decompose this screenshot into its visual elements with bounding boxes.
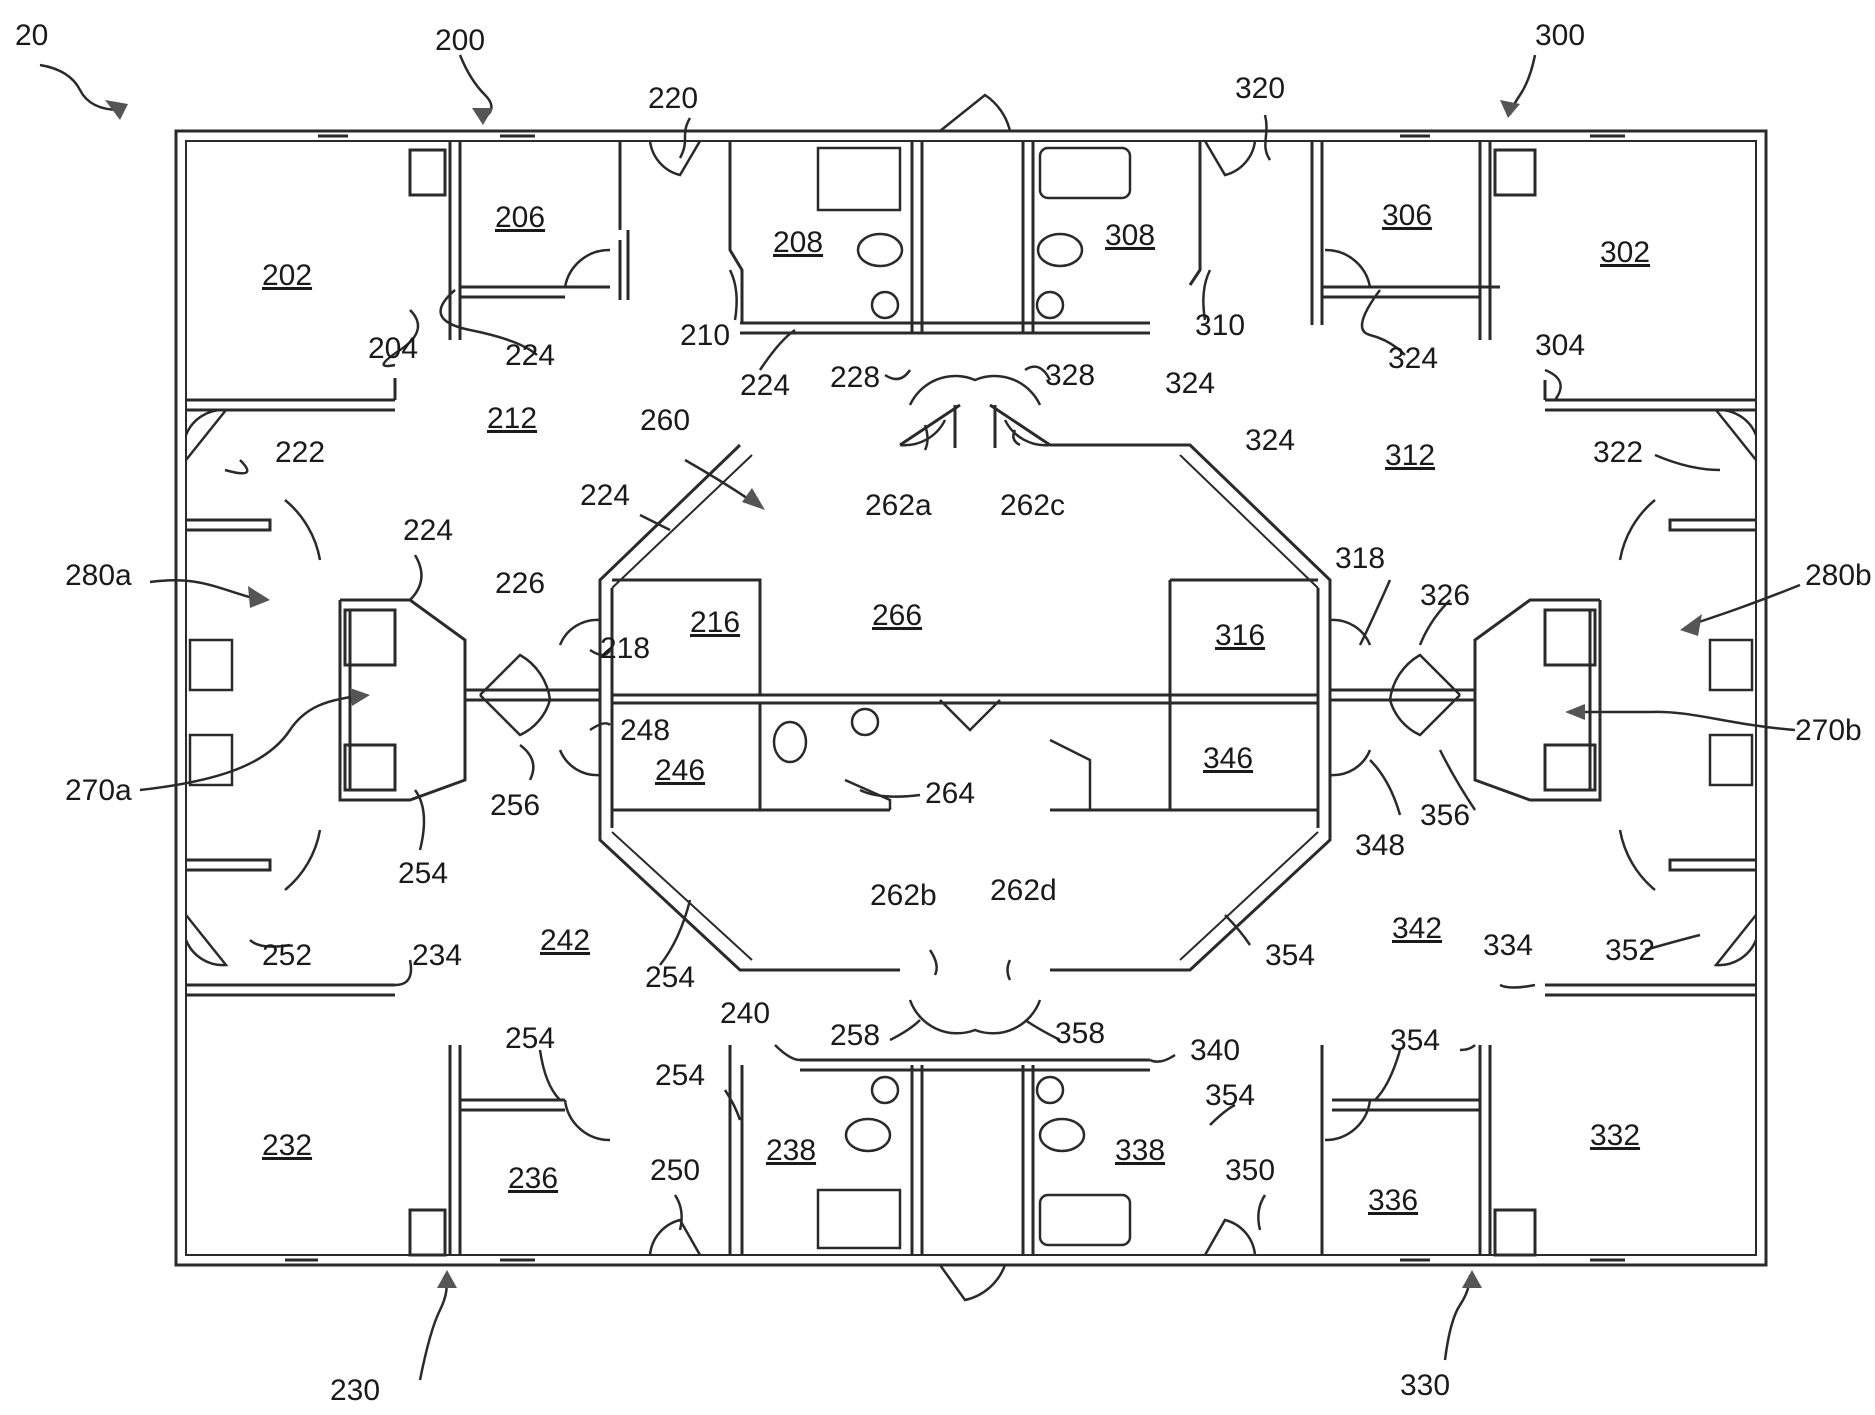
callout-262a: 262a xyxy=(865,489,932,522)
callout-350: 350 xyxy=(1225,1154,1275,1187)
room-346: 346 xyxy=(1203,742,1253,775)
callout-262b: 262b xyxy=(870,879,937,912)
callout-254: 254 xyxy=(505,1022,555,1055)
callout-320: 320 xyxy=(1235,72,1285,105)
callout-328: 328 xyxy=(1045,359,1095,392)
room-238: 238 xyxy=(766,1134,816,1167)
callout-234: 234 xyxy=(412,939,462,972)
callout-262c: 262c xyxy=(1000,489,1065,522)
callout-222: 222 xyxy=(275,436,325,469)
callout-224: 224 xyxy=(505,339,555,372)
callout-204: 204 xyxy=(368,332,418,365)
room-316: 316 xyxy=(1215,619,1265,652)
doors xyxy=(186,95,1756,1300)
label-unit-230: 230 xyxy=(330,1374,380,1407)
room-212: 212 xyxy=(487,402,537,435)
callout-324: 324 xyxy=(1388,342,1438,375)
callout-322: 322 xyxy=(1593,436,1643,469)
callout-224: 224 xyxy=(580,479,630,512)
callout-258: 258 xyxy=(830,1019,880,1052)
room-308: 308 xyxy=(1105,219,1155,252)
label-kitchen-280b: 280b xyxy=(1805,559,1872,592)
room-312: 312 xyxy=(1385,439,1435,472)
room-labels: 202 206 208 212 216 246 266 302 306 308 … xyxy=(262,199,1650,1217)
callout-324: 324 xyxy=(1245,424,1295,457)
label-unit-330: 330 xyxy=(1400,1369,1450,1402)
callout-252: 252 xyxy=(262,939,312,972)
room-242: 242 xyxy=(540,924,590,957)
callout-358: 358 xyxy=(1055,1017,1105,1050)
callout-240: 240 xyxy=(720,997,770,1030)
callout-310: 310 xyxy=(1195,309,1245,342)
callout-304: 304 xyxy=(1535,329,1585,362)
callout-210: 210 xyxy=(680,319,730,352)
callout-254: 254 xyxy=(398,857,448,890)
label-passage-270b: 270b xyxy=(1795,714,1862,747)
room-306: 306 xyxy=(1382,199,1432,232)
room-236: 236 xyxy=(508,1162,558,1195)
label-kitchen-280a: 280a xyxy=(65,559,132,592)
label-figure-20: 20 xyxy=(15,19,48,52)
room-232: 232 xyxy=(262,1129,312,1162)
leader-lines xyxy=(40,55,1800,1380)
label-unit-300: 300 xyxy=(1535,19,1585,52)
callout-254: 254 xyxy=(645,961,695,994)
callout-256: 256 xyxy=(490,789,540,822)
callout-224: 224 xyxy=(740,369,790,402)
callout-340: 340 xyxy=(1190,1034,1240,1067)
callout-354: 354 xyxy=(1390,1024,1440,1057)
callout-264: 264 xyxy=(925,777,975,810)
room-338: 338 xyxy=(1115,1134,1165,1167)
callout-348: 348 xyxy=(1355,829,1405,862)
callout-254: 254 xyxy=(655,1059,705,1092)
bathroom-fixtures xyxy=(190,148,1752,1248)
callout-354: 354 xyxy=(1205,1079,1255,1112)
room-208: 208 xyxy=(773,226,823,259)
room-206: 206 xyxy=(495,201,545,234)
room-342: 342 xyxy=(1392,912,1442,945)
callout-248: 248 xyxy=(620,714,670,747)
callout-356: 356 xyxy=(1420,799,1470,832)
room-302: 302 xyxy=(1600,236,1650,269)
room-332: 332 xyxy=(1590,1119,1640,1152)
callout-324: 324 xyxy=(1165,367,1215,400)
room-216: 216 xyxy=(690,606,740,639)
callout-226: 226 xyxy=(495,567,545,600)
callout-334: 334 xyxy=(1483,929,1533,962)
room-202: 202 xyxy=(262,259,312,292)
callout-218: 218 xyxy=(600,632,650,665)
walls xyxy=(176,131,1766,1265)
label-unit-200: 200 xyxy=(435,24,485,57)
label-core-260: 260 xyxy=(640,404,690,437)
callout-220: 220 xyxy=(648,82,698,115)
callout-labels: 220 320 224 204 210 224 228 328 310 324 … xyxy=(262,72,1655,1187)
callout-326: 326 xyxy=(1420,579,1470,612)
callout-250: 250 xyxy=(650,1154,700,1187)
callout-228: 228 xyxy=(830,361,880,394)
label-passage-270a: 270a xyxy=(65,774,132,807)
room-336: 336 xyxy=(1368,1184,1418,1217)
callout-354: 354 xyxy=(1265,939,1315,972)
callout-352: 352 xyxy=(1605,934,1655,967)
callout-318: 318 xyxy=(1335,542,1385,575)
callout-262d: 262d xyxy=(990,874,1057,907)
room-266: 266 xyxy=(872,599,922,632)
callout-224: 224 xyxy=(403,514,453,547)
room-246: 246 xyxy=(655,754,705,787)
